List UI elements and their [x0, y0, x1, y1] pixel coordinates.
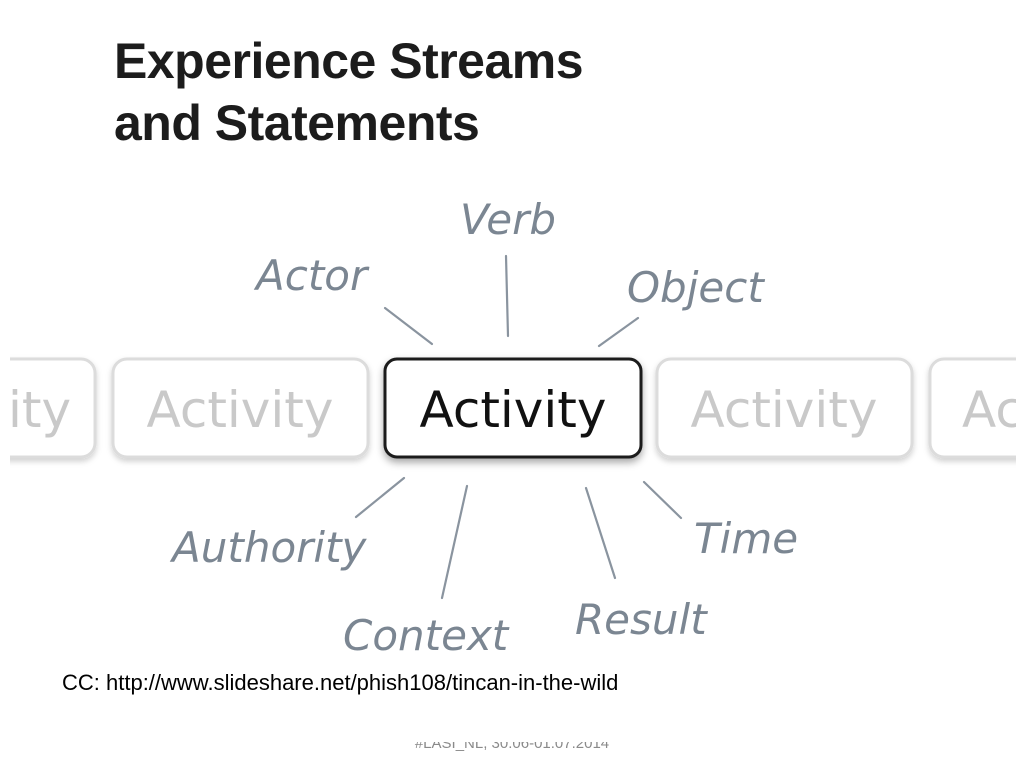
activity-label-left-edge: ity	[8, 381, 71, 439]
property-authority: Authority	[169, 523, 368, 572]
connector-result	[584, 486, 617, 580]
slide-title: Experience Streams and Statements	[114, 30, 584, 154]
slide-title-line-2: and Statements	[114, 95, 480, 151]
activity-label-right: Activity	[691, 381, 878, 439]
connector-authority	[354, 476, 406, 519]
activity-box-right: Activity	[655, 357, 914, 459]
activity-box-left-edge: ity	[8, 357, 97, 459]
activity-box-right-edge: Ac	[928, 357, 1023, 459]
connector-actor	[383, 306, 434, 346]
connector-object	[597, 316, 640, 348]
footer-clip: #LASI_NL, 30.06-01.07.2014	[0, 742, 1024, 768]
activity-label-left: Activity	[147, 381, 334, 439]
connector-lines	[354, 254, 683, 600]
property-actor: Actor	[253, 251, 370, 300]
activity-stream: ity Activity Activity Ac	[8, 357, 1023, 459]
property-object: Object	[627, 263, 765, 312]
property-context: Context	[343, 611, 510, 660]
property-verb: Verb	[460, 195, 556, 244]
property-time: Time	[694, 514, 798, 563]
property-labels: Verb Actor Object Authority Context Resu…	[169, 195, 798, 660]
credit-caption: CC: http://www.slideshare.net/phish108/t…	[62, 670, 619, 695]
slide-title-line-1: Experience Streams	[114, 33, 584, 89]
connector-time	[642, 480, 683, 520]
activity-box-left: Activity	[111, 357, 370, 459]
connector-verb	[504, 254, 510, 338]
activity-label-center: Activity	[420, 381, 607, 439]
activity-label-right-edge: Ac	[962, 381, 1023, 439]
property-result: Result	[575, 595, 708, 644]
connector-context	[440, 484, 469, 600]
activity-box-center: Activity	[383, 357, 643, 459]
slide-footer: #LASI_NL, 30.06-01.07.2014	[414, 742, 610, 752]
